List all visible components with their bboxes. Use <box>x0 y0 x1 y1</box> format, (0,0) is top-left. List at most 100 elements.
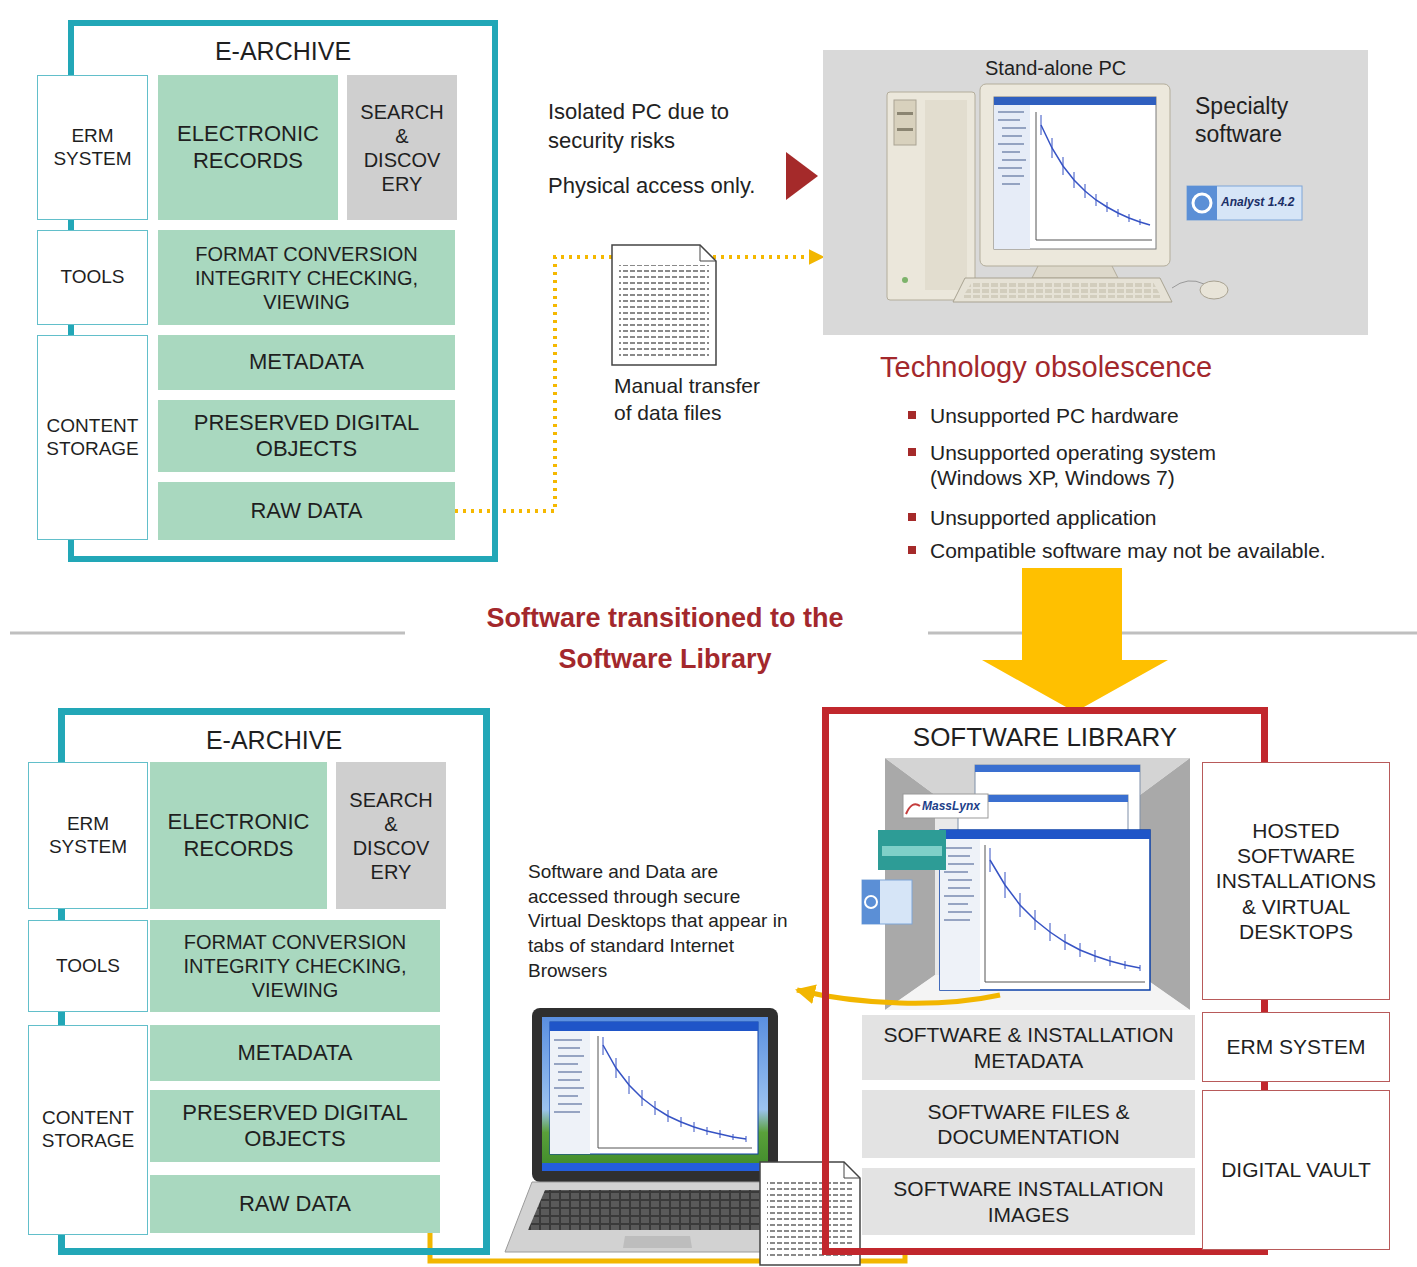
record-box: FORMAT CONVERSION INTEGRITY CHECKING, VI… <box>150 920 440 1012</box>
bullet-square <box>908 546 916 554</box>
node-text: ELECTRONIC RECORDS <box>158 809 319 862</box>
note-text: Software and Data are accessed through s… <box>528 860 796 983</box>
software-library-scene <box>885 758 1190 1010</box>
layer-label-box: DIGITAL VAULT <box>1202 1090 1390 1250</box>
laptop <box>623 1236 692 1248</box>
node-text: Specialty software <box>1195 93 1335 148</box>
pc-monitor <box>980 84 1170 266</box>
laptop <box>542 1017 768 1171</box>
node-text: SEARCH & DISCOV ERY <box>346 788 436 884</box>
record-box: METADATA <box>150 1025 440 1081</box>
laptop <box>528 1190 782 1230</box>
category-box: CONTENT STORAGE <box>28 1025 148 1235</box>
node-text: PRESERVED DIGITAL OBJECTS <box>158 1100 432 1153</box>
logo-text: MassLynx <box>922 799 980 813</box>
record-box: PRESERVED DIGITAL OBJECTS <box>150 1090 440 1162</box>
connector-group <box>430 257 905 1261</box>
node-text: E-ARCHIVE <box>74 36 492 66</box>
search-box: SEARCH & DISCOV ERY <box>336 762 446 909</box>
bullet-text: Unsupported application <box>930 505 1157 530</box>
pc-mouse <box>1172 281 1228 299</box>
divider-line <box>928 632 1417 635</box>
pc-monitor <box>994 105 1030 249</box>
node-text: SOFTWARE FILES & DOCUMENTATION <box>870 1099 1187 1149</box>
node-text: SOFTWARE & INSTALLATION METADATA <box>870 1022 1187 1072</box>
transition-caption: Software transitioned to the Software Li… <box>455 598 875 679</box>
node-text: RAW DATA <box>250 498 362 524</box>
software-window <box>940 830 1150 839</box>
divider-line <box>10 632 405 635</box>
software-logo <box>1187 186 1217 220</box>
node-text: CONTENT STORAGE <box>33 1107 143 1153</box>
connector <box>455 257 823 511</box>
software-window <box>990 860 1140 968</box>
record-box: ELECTRONIC RECORDS <box>158 75 338 220</box>
data-file-icon <box>619 265 709 358</box>
pc-monitor <box>994 97 1156 105</box>
data-file-icon <box>700 245 716 261</box>
node-text: TOOLS <box>56 955 120 978</box>
archive-container: E-ARCHIVEERM SYSTEMELECTRONIC RECORDSSEA… <box>58 708 490 1255</box>
bullet-text: Unsupported operating system (Windows XP… <box>930 440 1270 490</box>
software-window <box>990 848 1140 971</box>
node-text: METADATA <box>249 349 364 375</box>
laptop <box>550 1031 590 1154</box>
transition-arrow <box>982 568 1168 712</box>
pc-keyboard <box>953 278 1172 302</box>
pc-monitor <box>1036 112 1152 240</box>
node-text: SOFTWARE INSTALLATION IMAGES <box>870 1176 1187 1226</box>
pc-panel-ground <box>823 50 1368 335</box>
category-box: TOOLS <box>28 920 148 1012</box>
node-text: RAW DATA <box>239 1191 351 1217</box>
node-text: FORMAT CONVERSION INTEGRITY CHECKING, VI… <box>166 242 447 314</box>
pc-monitor <box>998 112 1026 184</box>
pc-monitor <box>1041 115 1140 225</box>
pc-keyboard <box>962 282 1162 298</box>
software-logo <box>862 880 912 924</box>
pc-panel: Stand-alone PCSpecialty software <box>823 50 1368 335</box>
pc-mouse <box>1200 281 1228 299</box>
software-logo <box>862 880 880 924</box>
node-text: PRESERVED DIGITAL OBJECTS <box>166 410 447 463</box>
data-file-icon <box>844 1162 860 1178</box>
search-box: SEARCH & DISCOV ERY <box>347 75 457 220</box>
direction-triangle <box>786 152 818 200</box>
laptop <box>542 1163 768 1171</box>
node-text: E-ARCHIVE <box>65 725 483 755</box>
node-text: ELECTRONIC RECORDS <box>166 121 330 174</box>
bullet-square <box>908 411 916 554</box>
software-logo <box>906 804 920 814</box>
pc-tower <box>887 92 975 300</box>
layer-label-box: ERM SYSTEM <box>1202 1012 1390 1082</box>
pc-mouse <box>1172 281 1204 288</box>
node-text: ERM SYSTEM <box>33 813 143 859</box>
layer-label-box: HOSTED SOFTWARE INSTALLATIONS & VIRTUAL … <box>1202 762 1390 1000</box>
pc-monitor <box>994 97 1156 249</box>
laptop <box>598 1036 752 1148</box>
pc-tower <box>925 100 967 290</box>
pc-panel-ground <box>823 50 1368 335</box>
pc-tower <box>887 92 975 300</box>
bullet-square <box>908 448 916 456</box>
node-text: SOFTWARE LIBRARY <box>829 722 1261 753</box>
layer-band: SOFTWARE & INSTALLATION METADATA <box>862 1015 1195 1080</box>
record-box: PRESERVED DIGITAL OBJECTS <box>158 400 455 472</box>
node-text: TOOLS <box>60 266 124 289</box>
pc-monitor <box>980 84 1170 278</box>
bullet-text: Compatible software may not be available… <box>930 538 1326 563</box>
software-window <box>985 845 1145 982</box>
note-text: Isolated PC due to security risks <box>548 98 773 155</box>
record-box: RAW DATA <box>158 482 455 540</box>
software-logo <box>862 794 988 924</box>
software-logo <box>882 846 942 856</box>
pc-tower <box>894 100 916 145</box>
node-text: METADATA <box>238 1040 353 1066</box>
laptop <box>550 1022 758 1031</box>
record-box: RAW DATA <box>150 1175 440 1233</box>
software-logo <box>903 794 988 818</box>
laptop <box>550 1022 758 1154</box>
logo-text: Analyst 1.4.2 <box>1221 195 1294 209</box>
category-box: CONTENT STORAGE <box>37 335 148 540</box>
